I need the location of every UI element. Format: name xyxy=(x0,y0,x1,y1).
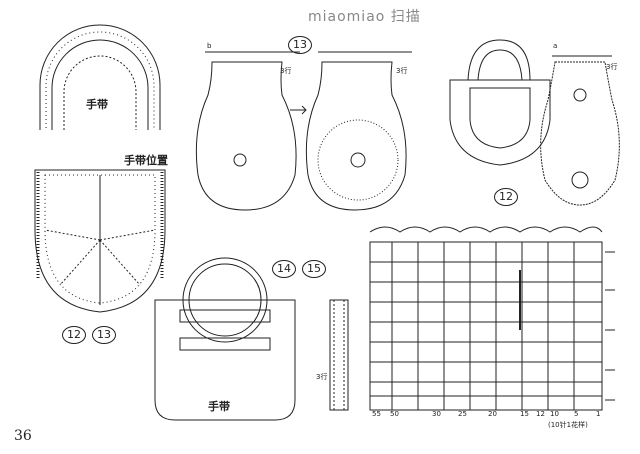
rows-label-3: 3行 xyxy=(606,63,618,71)
rows-label-1: 3行 xyxy=(280,67,292,75)
figure-12-right: 12 xyxy=(494,188,518,206)
page-number: 36 xyxy=(14,428,32,444)
chart-col-tick: 25 xyxy=(458,410,467,418)
figure-14: 14 xyxy=(272,260,296,278)
chart-col-tick: 10 xyxy=(550,410,559,418)
figure-15: 15 xyxy=(302,260,326,278)
purse-with-handle xyxy=(449,39,551,166)
bag-outline-plain xyxy=(195,51,300,211)
chart-repeat-note: (10针1花样) xyxy=(548,421,588,429)
purse-body-diagram xyxy=(34,169,166,313)
handle-label: 手带 xyxy=(86,98,108,111)
figure-12-left: 12 xyxy=(62,326,86,344)
rows-label-4: 3行 xyxy=(316,373,328,381)
embroidered-purse xyxy=(540,55,620,206)
chart-col-tick: 12 xyxy=(536,410,545,418)
chart-col-tick: 1 xyxy=(596,410,601,418)
figure-13-left: 13 xyxy=(92,326,116,344)
chart-col-tick: 20 xyxy=(488,410,497,418)
chart-col-tick: 50 xyxy=(390,410,399,418)
chart-col-tick: 5 xyxy=(574,410,579,418)
rows-label-2: 3行 xyxy=(396,67,408,75)
watermark: miaomiao 扫描 xyxy=(308,9,421,25)
letter-b: b xyxy=(207,42,212,50)
side-strip-diagram xyxy=(329,299,349,411)
chart-col-tick: 30 xyxy=(432,410,441,418)
handle-position-label: 手带位置 xyxy=(124,154,168,167)
chart-col-tick: 55 xyxy=(372,410,381,418)
chart-col-tick: 15 xyxy=(520,410,529,418)
stitch-chart-grid xyxy=(369,226,615,411)
arrow-icon xyxy=(290,105,307,115)
bag-with-round-handles xyxy=(154,257,296,421)
figure-13-top: 13 xyxy=(288,36,312,54)
bag-label: 手带 xyxy=(208,400,230,413)
bag-with-flower xyxy=(305,51,412,211)
letter-a: a xyxy=(553,42,558,50)
handle-arch-diagram xyxy=(39,24,161,130)
